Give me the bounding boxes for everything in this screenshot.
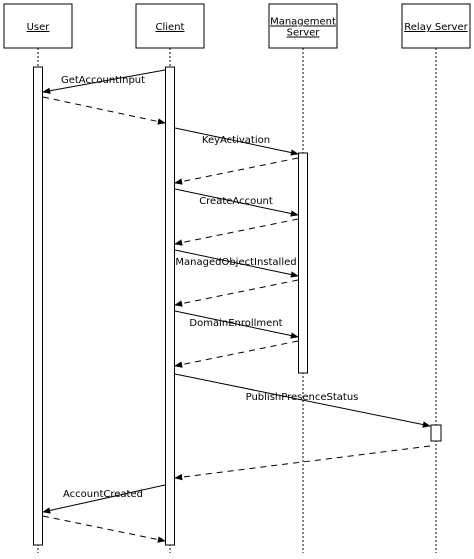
participant-label-user: User xyxy=(27,22,51,33)
participant-box-mgmt xyxy=(268,3,338,49)
message-label-get-account-input: GetAccountInput xyxy=(61,75,145,86)
message-arrow-managed-object-installed-return xyxy=(174,279,299,307)
message-arrow-managed-object-installed xyxy=(174,249,299,278)
participant-box-client xyxy=(135,3,205,49)
message-arrow-publish-presence-status xyxy=(174,373,431,428)
participant-box-user xyxy=(3,3,73,49)
message-label-key-activation: KeyActivation xyxy=(202,135,270,146)
message-arrow-account-created-return xyxy=(42,515,166,543)
message-label-create-account: CreateAccount xyxy=(199,196,273,207)
message-arrow-publish-presence-status-return xyxy=(174,445,431,481)
message-arrow-domain-enrollment xyxy=(174,310,299,339)
message-label-publish-presence-status: PublishPresenceStatus xyxy=(246,392,359,403)
participant-label-relay: Relay Server xyxy=(404,22,468,33)
activation-bar-mgmt xyxy=(298,152,308,374)
participant-label-mgmt: Server xyxy=(287,28,321,39)
message-arrow-create-account xyxy=(174,188,299,217)
activation-bar-user xyxy=(33,66,43,546)
message-arrow-get-account-input-return xyxy=(42,96,166,125)
activation-bar-relay xyxy=(430,424,442,442)
participant-label-client: Client xyxy=(156,22,185,33)
message-arrow-create-account-return xyxy=(174,218,299,246)
message-label-managed-object-installed: ManagedObjectInstalled xyxy=(175,257,296,268)
activation-bar-client xyxy=(165,66,175,546)
message-arrow-account-created xyxy=(42,484,166,514)
message-label-account-created: AccountCreated xyxy=(63,489,143,500)
message-arrow-domain-enrollment-return xyxy=(174,340,299,368)
message-label-domain-enrollment: DomainEnrollment xyxy=(189,318,282,329)
participant-label-mgmt: Management xyxy=(270,17,336,28)
message-arrow-key-activation xyxy=(174,127,299,156)
message-arrow-key-activation-return xyxy=(174,157,299,185)
participant-box-relay xyxy=(401,3,471,49)
message-arrow-get-account-input xyxy=(42,69,166,94)
